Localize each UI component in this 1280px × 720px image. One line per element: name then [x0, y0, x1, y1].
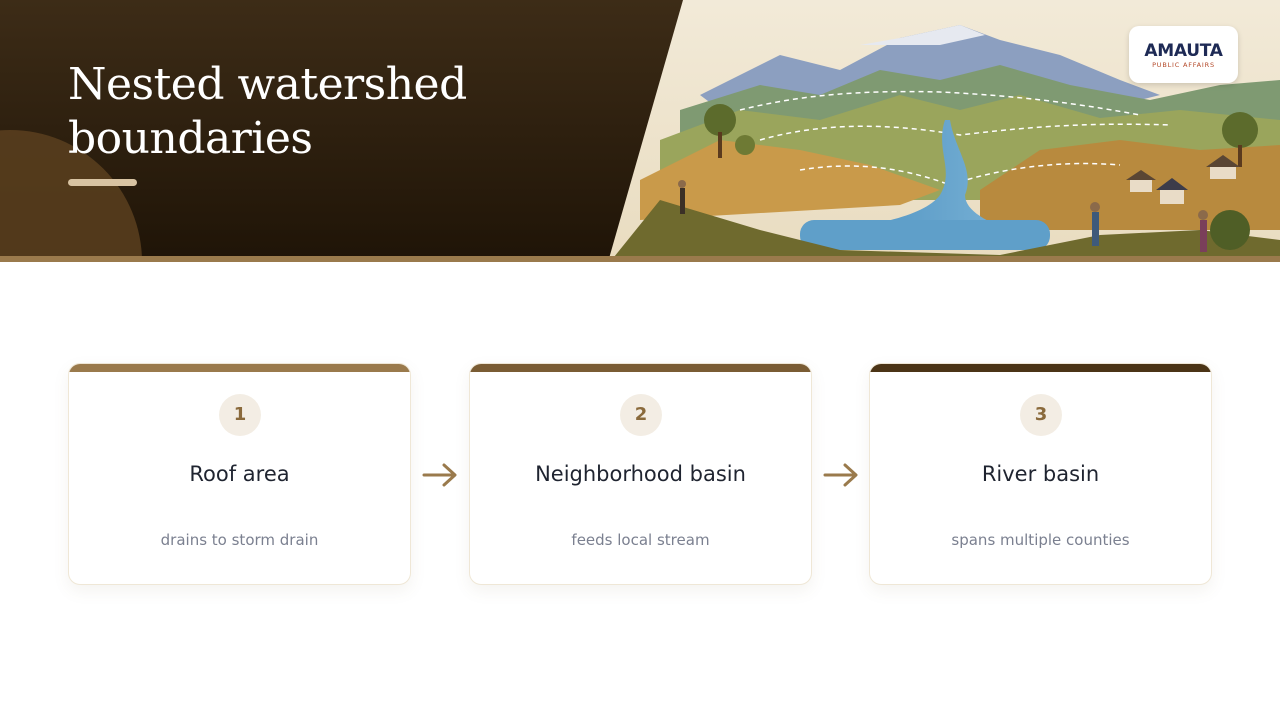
arrow-right-icon: [422, 463, 457, 487]
step-number-badge: 1: [219, 394, 261, 436]
card-accent-bar: [69, 364, 410, 372]
slide-title-line-2: boundaries: [68, 113, 313, 164]
header-divider: [0, 256, 1280, 262]
step-title: Roof area: [189, 462, 290, 486]
title-underline: [68, 179, 137, 186]
step-card-2: 2 Neighborhood basin feeds local stream: [469, 363, 812, 585]
step-description: drains to storm drain: [160, 531, 319, 549]
step-title: River basin: [981, 462, 1100, 486]
logo-tagline: PUBLIC AFFAIRS: [1152, 61, 1215, 69]
step-card-3: 3 River basin spans multiple counties: [869, 363, 1212, 585]
slide-title-line-1: Nested watershed: [68, 59, 467, 110]
logo-name: AMAUTA: [1144, 41, 1223, 61]
step-title: Neighborhood basin: [535, 462, 746, 486]
step-card-1: 1 Roof area drains to storm drain: [68, 363, 411, 585]
logo: AMAUTA PUBLIC AFFAIRS: [1129, 26, 1238, 83]
slide-title: Nested watershed boundaries: [68, 58, 588, 166]
step-number-badge: 2: [620, 394, 662, 436]
header-banner: Nested watershed boundaries AMAUTA PUBLI…: [0, 0, 1280, 262]
card-accent-bar: [470, 364, 811, 372]
arrow-right-icon: [823, 463, 858, 487]
step-description: feeds local stream: [571, 531, 710, 549]
card-accent-bar: [870, 364, 1211, 372]
step-number-badge: 3: [1020, 394, 1062, 436]
step-description: spans multiple counties: [951, 531, 1130, 549]
